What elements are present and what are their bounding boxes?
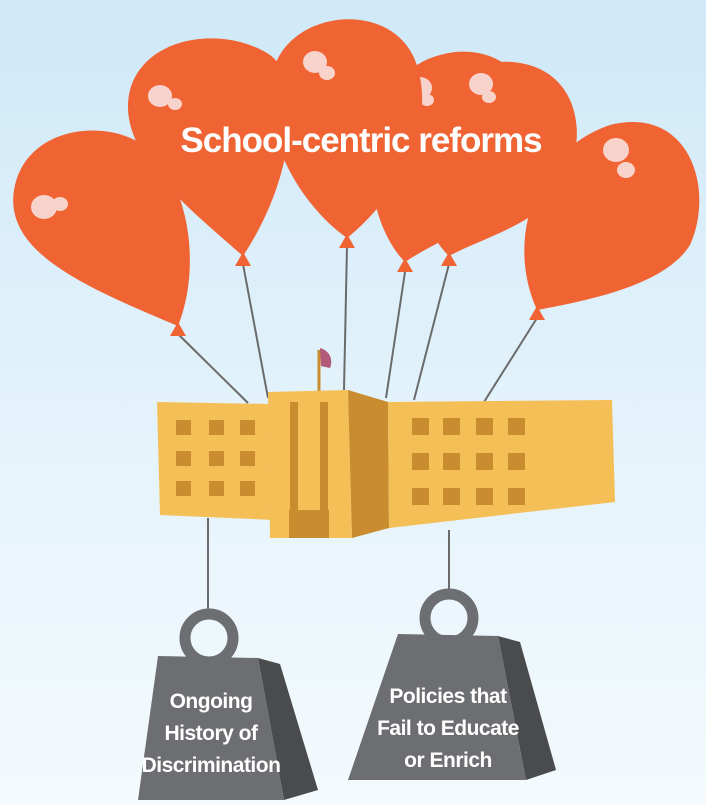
balloon-5-shine-small bbox=[482, 91, 496, 103]
balloon-2 bbox=[127, 38, 290, 266]
building-center-shade bbox=[348, 390, 389, 538]
window bbox=[209, 420, 224, 435]
string-5 bbox=[413, 263, 450, 401]
balloon-2-knot bbox=[235, 252, 251, 266]
string-3 bbox=[343, 245, 348, 391]
tower-column-left bbox=[290, 402, 298, 514]
balloon-3-body bbox=[270, 19, 423, 238]
string-2 bbox=[242, 263, 269, 399]
weight-right-line-3: or Enrich bbox=[404, 749, 492, 772]
window bbox=[508, 453, 525, 470]
building-center-tower bbox=[268, 390, 352, 538]
window bbox=[240, 481, 255, 496]
window bbox=[412, 488, 429, 505]
window bbox=[412, 453, 429, 470]
window bbox=[508, 488, 525, 505]
tower-column-right bbox=[320, 402, 328, 514]
window bbox=[476, 453, 493, 470]
flag bbox=[320, 348, 332, 368]
balloon-2-shine bbox=[148, 85, 172, 107]
window bbox=[176, 481, 191, 496]
window bbox=[240, 451, 255, 466]
balloon-3-shine-small bbox=[319, 66, 335, 80]
balloon-3-shine bbox=[303, 51, 327, 73]
balloon-4-knot bbox=[397, 258, 413, 272]
string-1 bbox=[177, 333, 249, 404]
weight-right-line-1: Policies that bbox=[389, 685, 507, 708]
window bbox=[240, 420, 255, 435]
weight-left-line-2: History of bbox=[164, 722, 259, 745]
balloon-5-knot bbox=[441, 252, 457, 266]
window bbox=[508, 418, 525, 435]
weight-left-line-3: Discrimination bbox=[142, 754, 281, 777]
balloon-1-shine-small bbox=[52, 197, 68, 211]
balloon-1 bbox=[13, 130, 190, 336]
balloon-1-body bbox=[13, 130, 190, 326]
weight-right: Policies that Fail to Educate or Enrich bbox=[348, 588, 556, 780]
weight-left-side bbox=[258, 658, 318, 800]
window bbox=[209, 451, 224, 466]
balloon-6-knot bbox=[529, 306, 545, 320]
window bbox=[412, 418, 429, 435]
balloon-4-shine-small bbox=[420, 94, 434, 106]
balloon-2-shine-small bbox=[168, 98, 182, 110]
balloon-6-shine bbox=[603, 138, 629, 162]
balloon-1-shine bbox=[31, 195, 57, 219]
balloons bbox=[13, 19, 700, 336]
balloon-1-knot bbox=[170, 322, 186, 336]
window bbox=[476, 418, 493, 435]
string-4 bbox=[385, 271, 406, 399]
window bbox=[476, 488, 493, 505]
window bbox=[176, 420, 191, 435]
left-wing-windows bbox=[176, 420, 255, 496]
string-6 bbox=[483, 317, 538, 403]
weight-right-side bbox=[498, 636, 556, 780]
weight-left-body bbox=[138, 656, 284, 800]
balloon-6 bbox=[524, 122, 700, 320]
balloon-strings bbox=[177, 245, 538, 404]
balloon-3-knot bbox=[339, 234, 355, 248]
balloon-6-shine-small bbox=[617, 162, 635, 178]
weight-left-line-1: Ongoing bbox=[170, 690, 253, 713]
weight-strings bbox=[207, 518, 450, 618]
building-door bbox=[289, 510, 329, 538]
right-wing-windows bbox=[412, 418, 525, 505]
weight-left-handle bbox=[179, 608, 239, 668]
weight-left: Ongoing History of Discrimination bbox=[138, 608, 318, 800]
weight-right-body bbox=[348, 634, 526, 780]
window bbox=[443, 453, 460, 470]
window bbox=[176, 451, 191, 466]
balloon-3 bbox=[270, 19, 423, 248]
diagram-title: School-centric reforms bbox=[180, 121, 542, 160]
window bbox=[209, 481, 224, 496]
balloon-5-shine bbox=[469, 73, 493, 95]
balloon-6-body bbox=[524, 122, 700, 310]
window bbox=[443, 488, 460, 505]
window bbox=[443, 418, 460, 435]
school-building bbox=[157, 348, 615, 538]
weight-right-line-2: Fail to Educate bbox=[377, 717, 519, 740]
